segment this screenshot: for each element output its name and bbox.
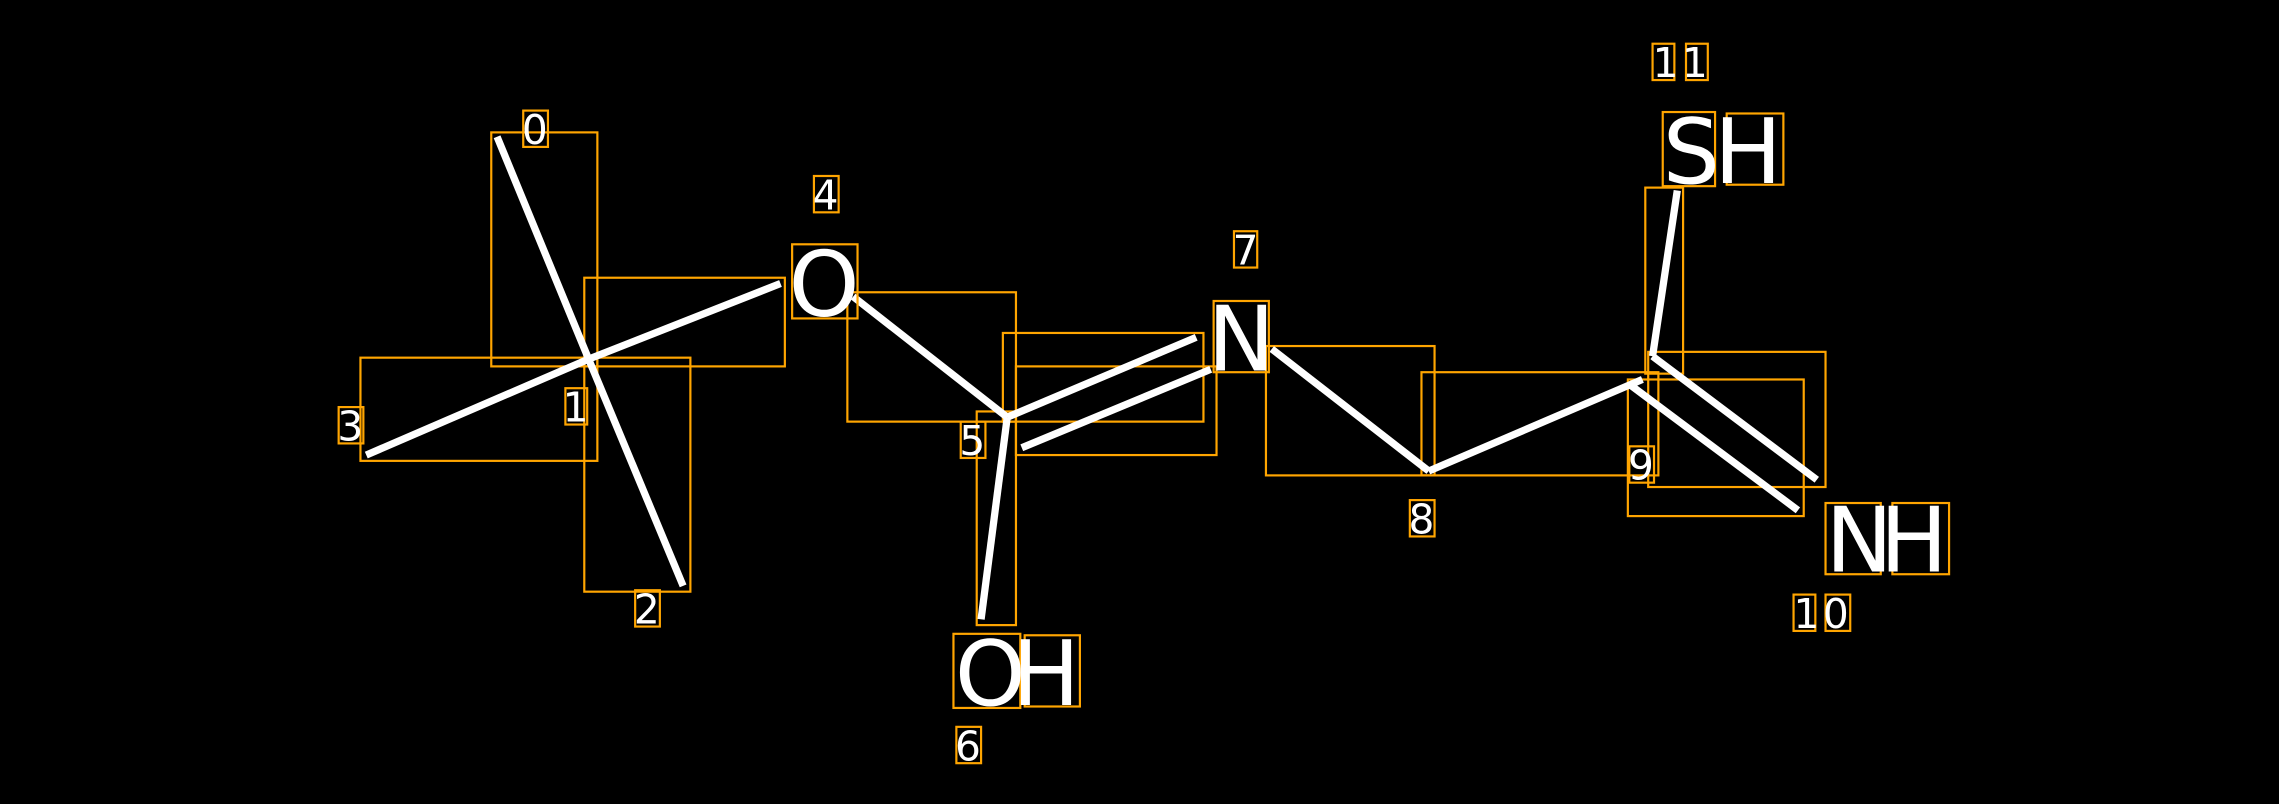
index-5: 5: [959, 417, 985, 465]
bond-box: [1647, 350, 1827, 489]
bonds: [364, 135, 1819, 620]
bond-box: [583, 356, 692, 593]
bond-5-7-b: [1020, 365, 1213, 452]
bond-4-5: [850, 293, 1010, 421]
bond-1-4: [587, 280, 782, 363]
index-8: 8: [1409, 496, 1435, 544]
label-box: [1824, 501, 1882, 576]
bond-9-10-b: [1628, 382, 1801, 514]
label-box: [564, 387, 589, 426]
label-box: [522, 109, 550, 149]
bond-box: [583, 276, 786, 368]
bond-box: [359, 356, 599, 462]
atom-oh: OH: [955, 622, 1080, 727]
atom-n: N: [1208, 288, 1275, 393]
label-box: [812, 174, 840, 214]
atom-o: O: [789, 233, 860, 338]
index-1: 1: [563, 384, 589, 432]
label-boxes: [337, 42, 1951, 765]
bond-box: [1264, 344, 1436, 477]
bond-5-7-a: [1005, 333, 1198, 421]
atom-labels: O N OH SH NH: [789, 100, 1948, 727]
label-box: [955, 725, 983, 765]
label-box: [1023, 634, 1081, 708]
label-box: [791, 243, 859, 320]
label-box: [1824, 593, 1852, 633]
bond-9-11: [1648, 189, 1681, 357]
bond-box: [846, 291, 1018, 423]
label-box: [1725, 112, 1785, 186]
label-box: [1408, 499, 1436, 538]
label-box: [1661, 110, 1717, 188]
index-7: 7: [1233, 227, 1259, 275]
bond-5-6: [977, 416, 1011, 620]
label-box: [337, 405, 365, 445]
bond-box: [490, 131, 599, 368]
bond-box: [1644, 186, 1685, 375]
atom-nh: NH: [1826, 488, 1948, 593]
label-box: [1792, 593, 1817, 633]
bond-box: [1420, 371, 1660, 477]
bond-9-10-a: [1650, 353, 1819, 483]
bond-7-8: [1269, 346, 1431, 474]
label-box: [952, 632, 1022, 710]
bond-1-2: [585, 357, 687, 588]
atom-sh: SH: [1663, 100, 1782, 205]
bond-box: [1001, 331, 1205, 423]
bond-0-1: [493, 135, 593, 361]
label-box: [1232, 230, 1259, 269]
label-box: [1628, 445, 1656, 484]
bond-3-1: [364, 355, 591, 459]
label-box: [1684, 42, 1709, 82]
index-6: 6: [955, 722, 981, 770]
bond-8-9: [1427, 376, 1644, 475]
label-box: [1891, 501, 1951, 576]
index-0: 0: [522, 106, 548, 154]
label-box: [634, 589, 661, 628]
label-box: [1212, 299, 1270, 374]
label-box: [1651, 42, 1676, 82]
index-4: 4: [813, 171, 839, 219]
label-box: [959, 420, 987, 460]
bond-box: [1626, 378, 1805, 518]
index-3: 3: [337, 403, 363, 451]
index-2: 2: [634, 586, 660, 634]
index-9: 9: [1628, 442, 1654, 490]
